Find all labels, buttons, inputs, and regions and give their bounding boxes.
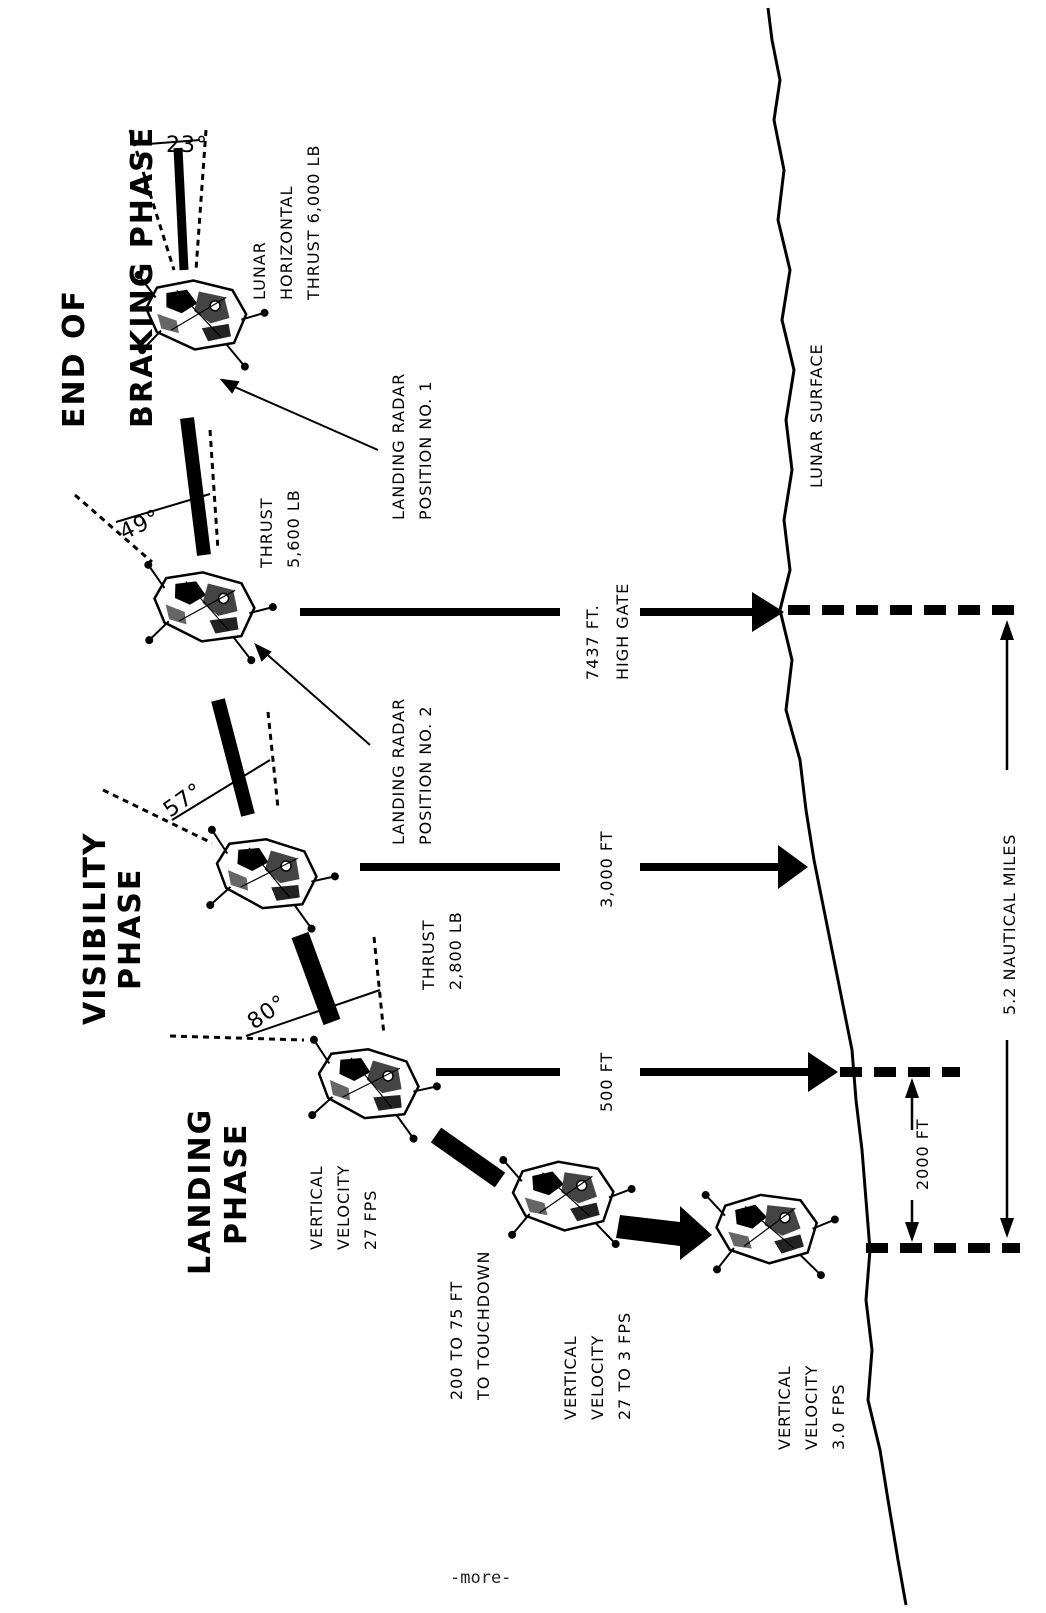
vv30-line2: VELOCITY bbox=[802, 1365, 821, 1450]
vv27-line3: 27 FPS bbox=[361, 1190, 380, 1250]
visibility-heading-line2: PHASE bbox=[113, 868, 148, 990]
alt-3000-label: 3,000 FT bbox=[597, 830, 616, 908]
radar2-line2: POSITION NO. 2 bbox=[416, 705, 435, 845]
vv30-line3: 3.0 FPS bbox=[829, 1383, 848, 1450]
lm-3000ft bbox=[190, 823, 346, 938]
high-gate-line2: HIGH GATE bbox=[613, 583, 632, 680]
thrust2800-line2: 2,800 LB bbox=[446, 911, 465, 990]
angle-57: 57° bbox=[159, 778, 208, 823]
alt-500-label: 500 FT bbox=[597, 1052, 616, 1112]
vv27-line2: VELOCITY bbox=[334, 1165, 353, 1250]
thrust5600-line1: THRUST bbox=[257, 497, 276, 569]
braking-heading-line2: BRAKING PHASE bbox=[125, 126, 160, 428]
angle-49: 49° bbox=[116, 505, 165, 545]
high-gate-line1: 7437 FT. bbox=[583, 604, 602, 680]
vv273-line3: 27 TO 3 FPS bbox=[615, 1312, 634, 1420]
landing-heading-line2: PHASE bbox=[219, 1123, 254, 1245]
lunar-surface-label: LUNAR SURFACE bbox=[807, 343, 826, 488]
visibility-heading-line1: VISIBILITY bbox=[78, 831, 113, 1025]
lm-500ft bbox=[292, 1033, 448, 1148]
radar1-line2: POSITION NO. 1 bbox=[416, 380, 435, 520]
lm-touchdown bbox=[697, 1189, 841, 1281]
thrust5600-line2: 5,600 LB bbox=[284, 489, 303, 568]
lunar-horiz-line2: HORIZONTAL bbox=[277, 186, 296, 300]
lm-descent bbox=[492, 1154, 639, 1251]
nautical-dimension bbox=[905, 620, 1014, 1242]
angle-23: 23° bbox=[166, 133, 208, 158]
lunar-horiz-line3: THRUST 6,000 LB bbox=[304, 145, 323, 301]
braking-heading-line1: END OF bbox=[57, 289, 92, 428]
thrust2800-line1: THRUST bbox=[419, 919, 438, 991]
vv27-line1: VERTICAL bbox=[307, 1165, 326, 1250]
page-footer: -more- bbox=[450, 1568, 512, 1588]
radar1-line1: LANDING RADAR bbox=[389, 373, 408, 520]
thrust-vectors bbox=[74, 129, 386, 1042]
ft2000-label: 2000 FT bbox=[913, 1119, 932, 1191]
range-dashes bbox=[788, 605, 1020, 1253]
radar-pointers bbox=[219, 378, 379, 746]
angle-markers bbox=[115, 139, 381, 1037]
vv273-line1: VERTICAL bbox=[561, 1335, 580, 1420]
vv273-line2: VELOCITY bbox=[588, 1335, 607, 1420]
altitude-arrows bbox=[300, 592, 838, 1092]
lunar-surface-line bbox=[766, 7, 908, 1606]
touchdown-line2: TO TOUCHDOWN bbox=[474, 1251, 493, 1401]
nautical-miles-label: 5.2 NAUTICAL MILES bbox=[1000, 834, 1019, 1015]
landing-heading-line1: LANDING bbox=[183, 1108, 218, 1275]
trajectory bbox=[180, 417, 712, 1260]
touchdown-line1: 200 TO 75 FT bbox=[447, 1281, 466, 1400]
vv30-line1: VERTICAL bbox=[775, 1365, 794, 1450]
lunar-horiz-line1: LUNAR bbox=[250, 241, 269, 300]
radar2-line1: LANDING RADAR bbox=[389, 698, 408, 845]
